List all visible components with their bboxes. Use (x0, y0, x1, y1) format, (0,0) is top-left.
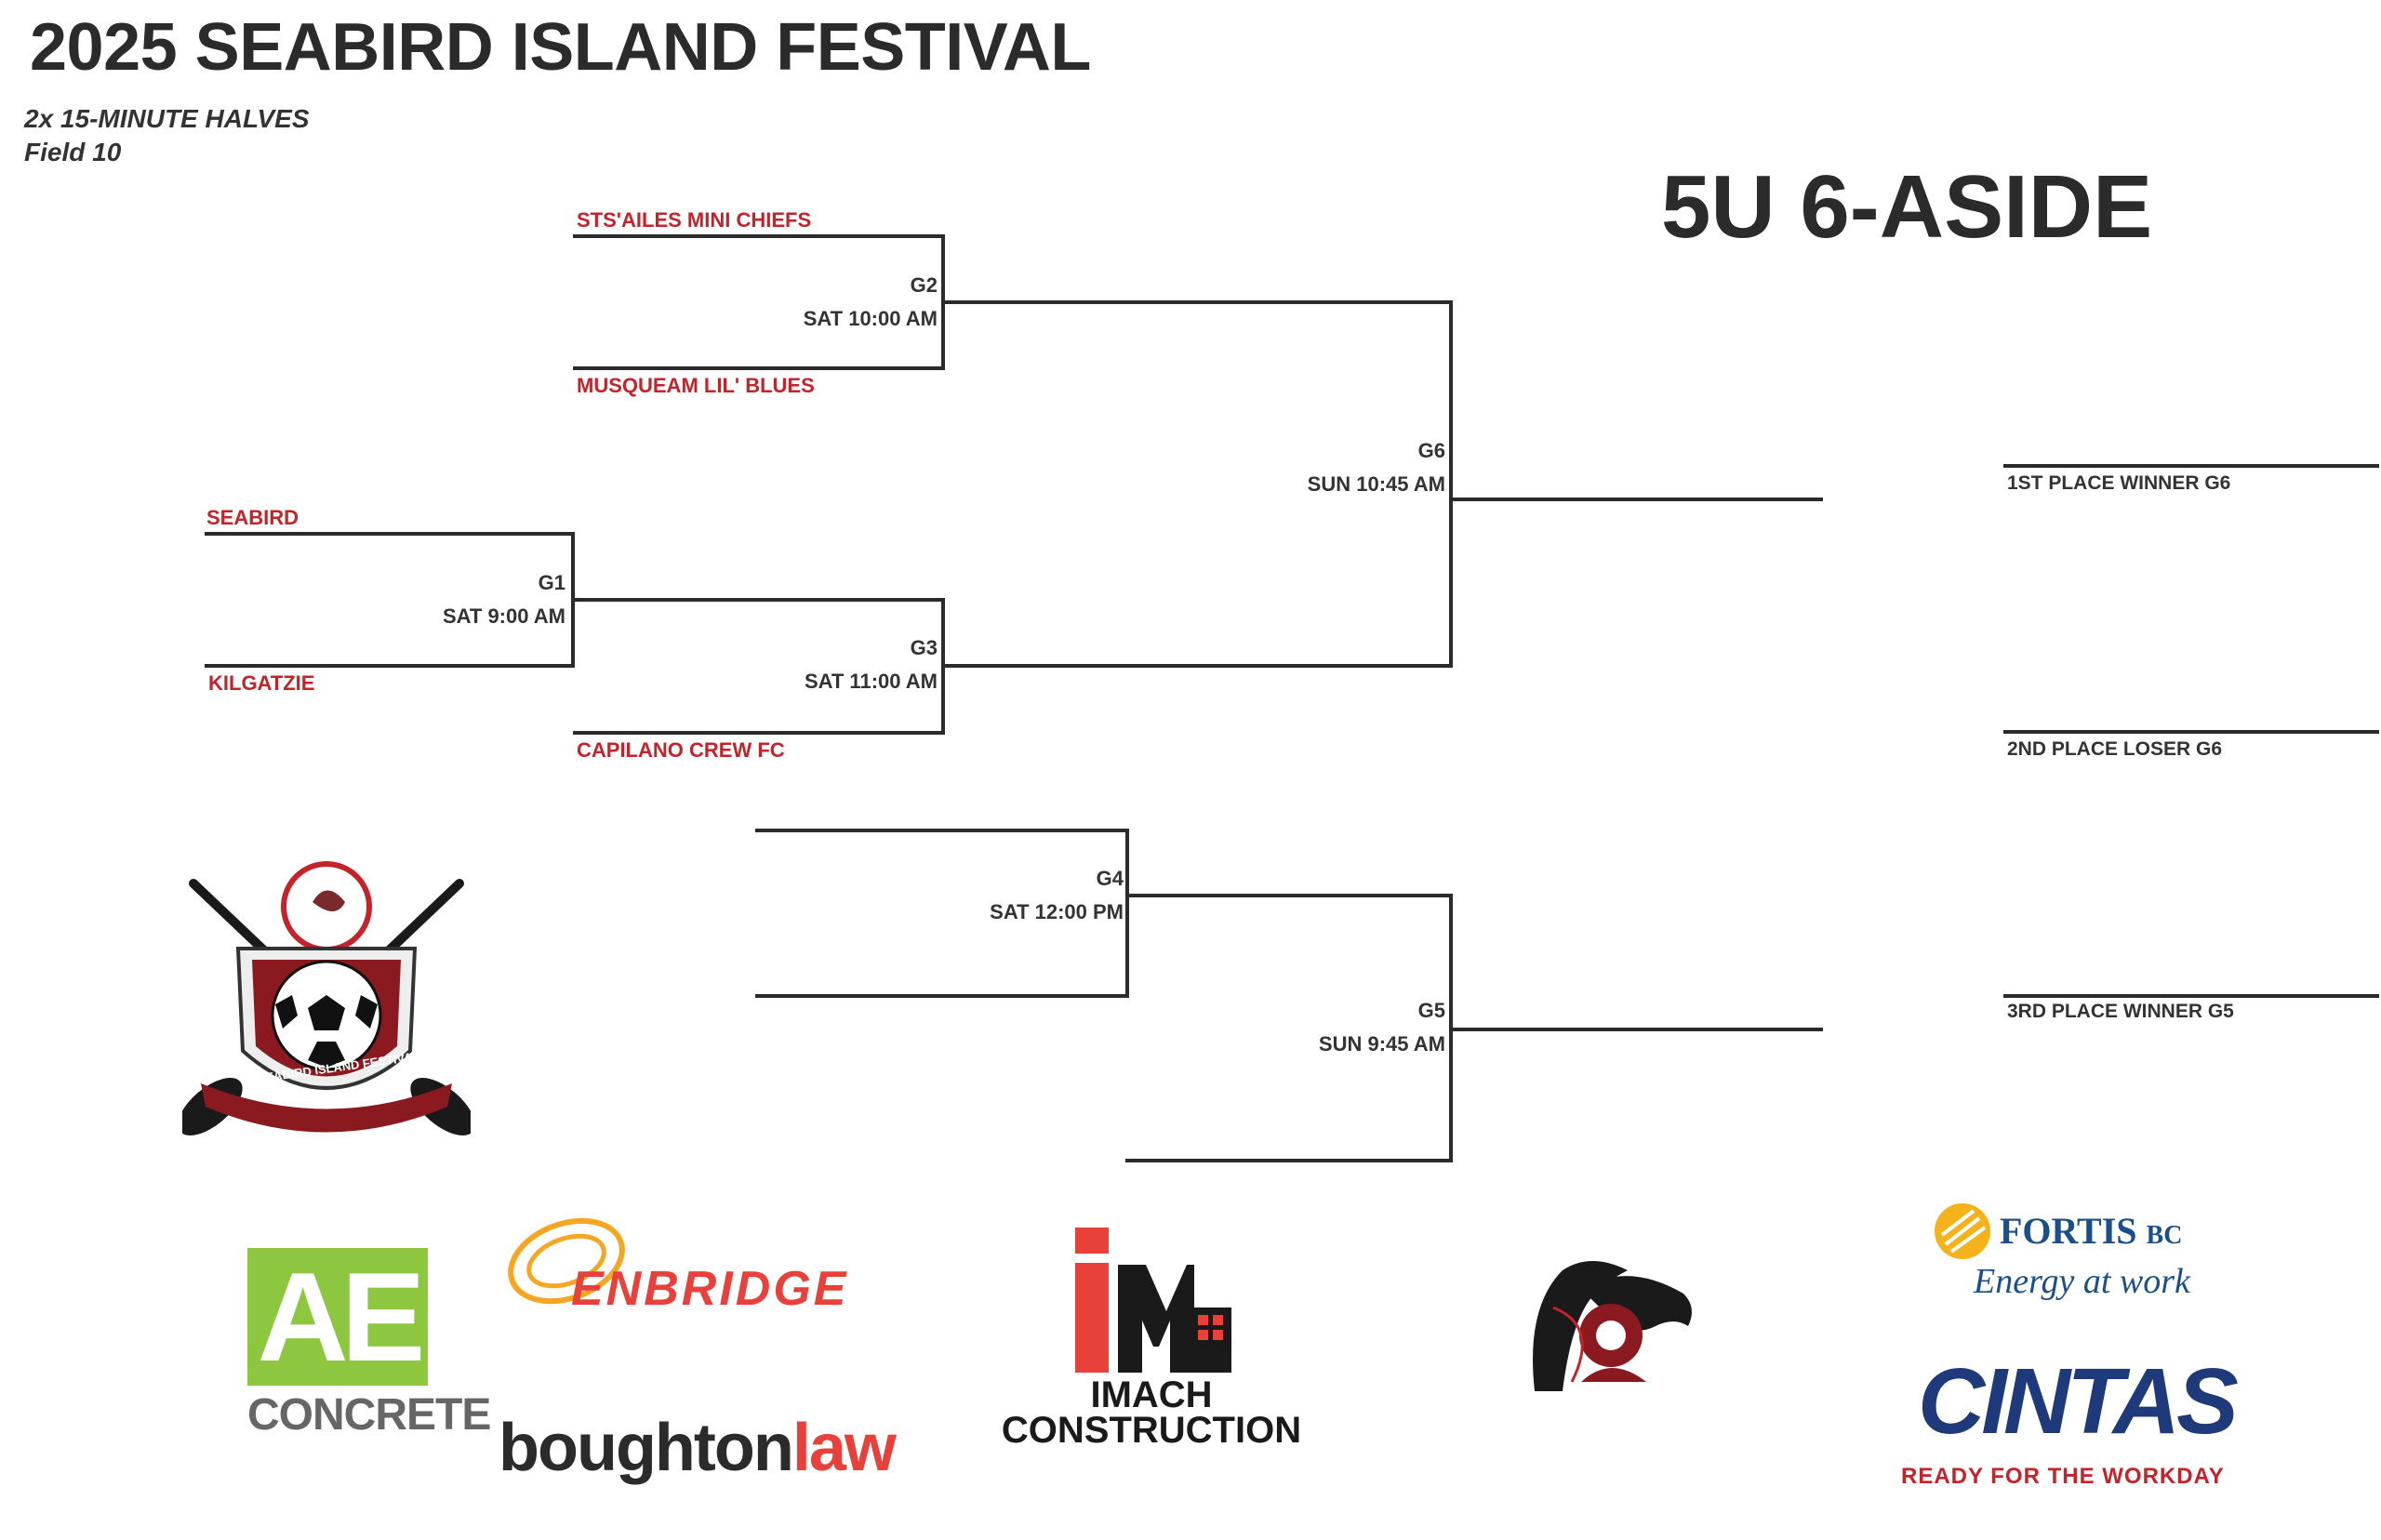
ae-concrete-text: CONCRETE (247, 1390, 491, 1440)
enbridge-logo-text: ENBRIDGE (571, 1262, 849, 1316)
g3-bracket (573, 598, 945, 735)
team-stsailes: STS'AILES MINI CHIEFS (577, 208, 812, 232)
g1-id: G1 (538, 571, 565, 594)
field-label: Field 10 (24, 138, 122, 166)
g6-id: G6 (1417, 439, 1445, 462)
seabird-eagle-logo (1533, 1261, 1692, 1391)
boughton-text: boughton (499, 1411, 794, 1485)
cintas-logo-text: CINTAS (1918, 1349, 2239, 1454)
g3-id: G3 (910, 636, 938, 659)
g2-time: SAT 10:00 AM (803, 307, 938, 330)
ae-logo-text: AE (257, 1246, 426, 1387)
imach-text: IMACH (1090, 1374, 1213, 1415)
team-musqueam: MUSQUEAM LIL' BLUES (577, 374, 815, 397)
festival-crest-logo (182, 861, 471, 1136)
third-place-label: 3RD PLACE WINNER G5 (2007, 1001, 2234, 1022)
g2-id: G2 (910, 273, 938, 297)
g5-id: G5 (1417, 999, 1445, 1022)
fortis-logo-text: FORTIS BC (2000, 1209, 2182, 1253)
g3-time: SAT 11:00 AM (804, 670, 938, 693)
law-text: law (791, 1411, 897, 1485)
g1-time: SAT 9:00 AM (442, 604, 565, 628)
match-format: 2x 15-MINUTE HALVES (24, 104, 310, 133)
g1-bracket (205, 532, 575, 668)
imach-logo-icon (1075, 1228, 1231, 1373)
ae-concrete-logo: AE (247, 1248, 428, 1386)
g6-time: SUN 10:45 AM (1307, 472, 1445, 496)
bc-text: BC (2146, 1221, 2183, 1250)
cintas-tagline: READY FOR THE WORKDAY (1901, 1464, 2225, 1489)
first-place-label: 1ST PLACE WINNER G6 (2007, 472, 2231, 494)
team-seabird: SEABIRD (206, 506, 299, 529)
g4-time: SAT 12:00 PM (990, 900, 1124, 923)
g4-id: G4 (1096, 867, 1124, 890)
fortis-sun-icon (1935, 1203, 1990, 1259)
fortis-text: FORTIS (2000, 1210, 2137, 1252)
page-title: 2025 SEABIRD ISLAND FESTIVAL (30, 10, 1091, 85)
team-capilano: CAPILANO CREW FC (577, 738, 785, 762)
fortis-tagline: Energy at work (1974, 1262, 2190, 1301)
g4-bracket (755, 829, 1129, 998)
enbridge-swirl-icon (508, 1217, 625, 1305)
g5-time: SUN 9:45 AM (1318, 1032, 1445, 1055)
second-place-label: 2ND PLACE LOSER G6 (2007, 738, 2223, 760)
boughtonlaw-logo: boughtonlaw (499, 1410, 897, 1486)
construction-text: CONSTRUCTION (1001, 1410, 1302, 1451)
g2-bracket (573, 234, 945, 370)
g5-bracket (1125, 894, 1453, 1162)
team-kilgatzie: KILGATZIE (208, 671, 315, 695)
division-title: 5U 6-ASIDE (1661, 157, 2153, 257)
